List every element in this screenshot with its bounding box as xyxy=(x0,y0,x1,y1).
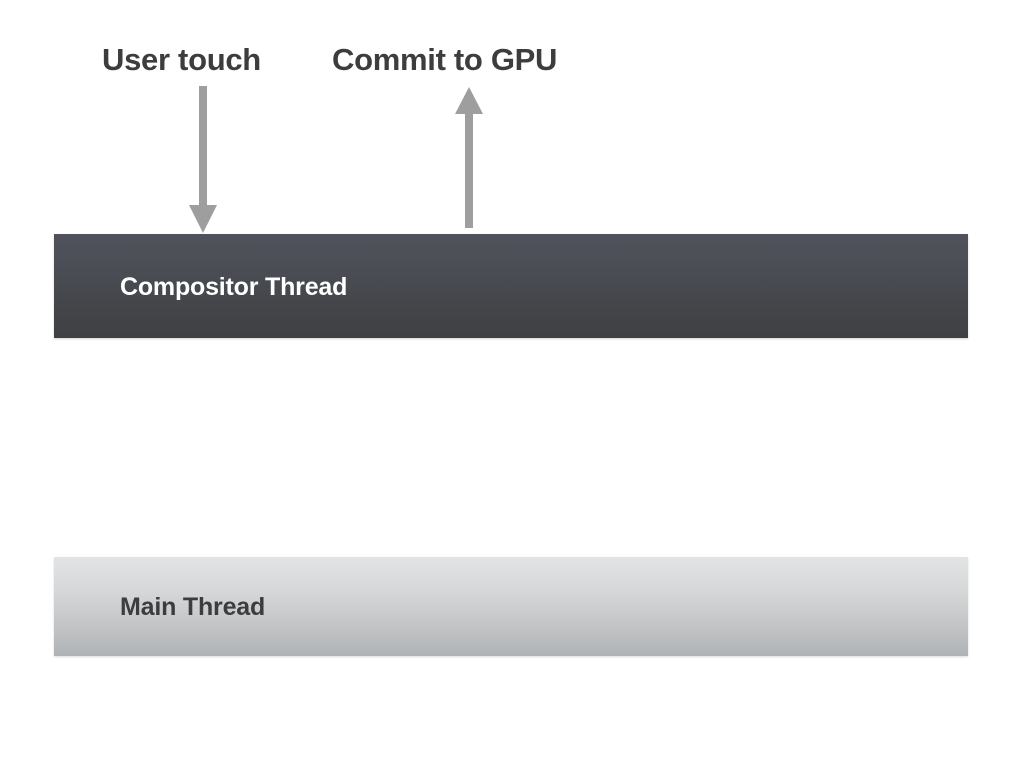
arrow-up-icon xyxy=(446,84,492,232)
thread-bar-label-compositor-thread: Compositor Thread xyxy=(120,272,348,301)
thread-bar-compositor-thread: Compositor Thread xyxy=(54,234,968,338)
thread-bar-label-main-thread: Main Thread xyxy=(120,592,266,621)
arrow-down-icon xyxy=(180,86,226,236)
annotation-label-user-touch: User touch xyxy=(102,42,261,77)
thread-bar-main-thread: Main Thread xyxy=(54,557,968,656)
annotation-label-commit-to-gpu: Commit to GPU xyxy=(332,42,558,77)
